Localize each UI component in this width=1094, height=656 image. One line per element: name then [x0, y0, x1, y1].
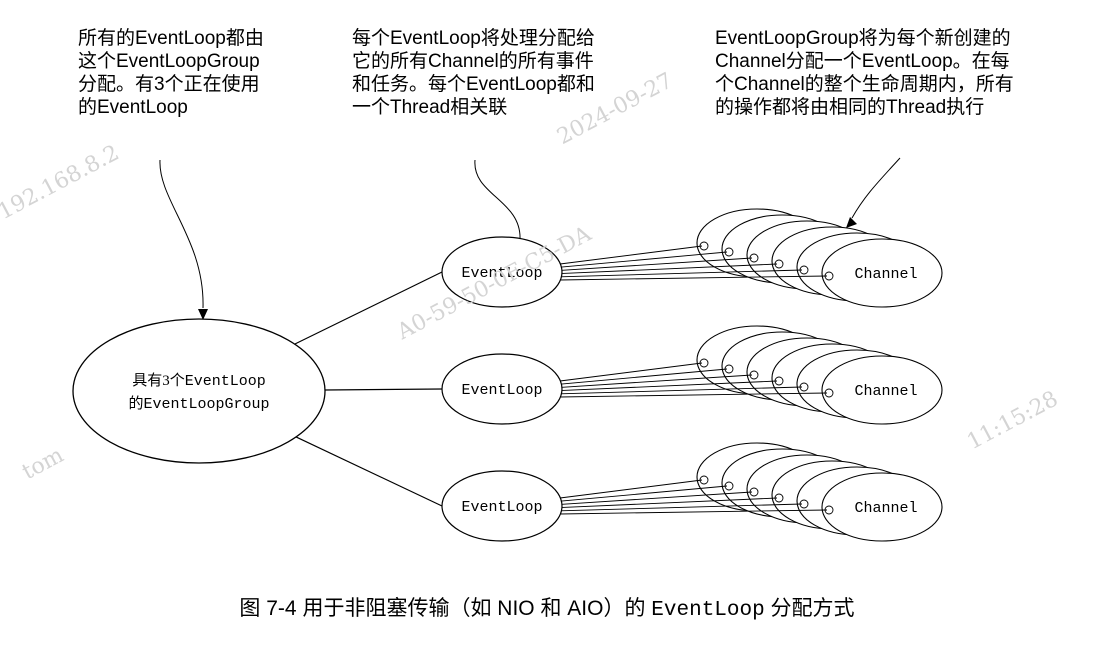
- arrow-right-line: [851, 157, 901, 219]
- arrow-left-line: [159, 159, 204, 309]
- event-loop-group: 具有3个EventLoop 的EventLoopGroup: [72, 318, 326, 464]
- channel-link: [559, 374, 753, 388]
- event-loop-group-label-line2: 的EventLoopGroup: [128, 395, 269, 413]
- callout-right-line: 的操作都将由相同的Thread执行: [715, 97, 985, 118]
- callout-middle-line: 一个Thread相关联: [352, 97, 508, 118]
- channel-link: [559, 362, 703, 382]
- caption-suffix: 分配方式: [764, 597, 855, 620]
- channel-link: [559, 509, 828, 515]
- channel-ellipse: [821, 472, 943, 542]
- channel-link: [559, 269, 803, 278]
- callout-right-line: EventLoopGroup将为每个新创建的: [715, 28, 1011, 49]
- event-loop-group-ellipse: [72, 318, 326, 464]
- channel-link: [559, 497, 778, 509]
- group-link: [295, 436, 443, 507]
- channel-link: [559, 245, 703, 265]
- callout-arrows: [159, 157, 901, 320]
- arrow-right-head: [846, 217, 857, 228]
- event-loops: ChannelEventLoopChannelEventLoopChannelE…: [441, 208, 943, 542]
- channel-link: [559, 275, 828, 281]
- group-prefix-2: 的: [128, 395, 143, 412]
- figure-caption: 图 7-4 用于非阻塞传输（如 NIO 和 AIO）的 EventLoop 分配…: [0, 592, 1094, 622]
- group-code-2: EventLoopGroup: [143, 396, 269, 413]
- event-loop-ellipse: [441, 236, 563, 308]
- event-loop-label: EventLoop: [461, 382, 542, 399]
- callout-middle-line: 和任务。每个EventLoop都和: [352, 74, 595, 95]
- channel-link: [559, 263, 778, 275]
- event-loop-label: EventLoop: [461, 499, 542, 516]
- callout-right: EventLoopGroup将为每个新创建的 Channel分配一个EventL…: [715, 27, 1014, 119]
- arrow-middle-line: [474, 159, 521, 241]
- event-loop-ellipse: [441, 470, 563, 542]
- group-link: [294, 271, 443, 345]
- event-loop-ellipse: [441, 353, 563, 425]
- group-links: [294, 271, 443, 507]
- channel-link: [559, 479, 703, 499]
- channel-link: [559, 386, 803, 395]
- channel-link: [559, 392, 828, 398]
- caption-prefix: 图 7-4 用于非阻塞传输（如 NIO 和 AIO）的: [239, 597, 652, 620]
- callout-right-line: 个Channel的整个生命周期内，所有: [715, 74, 1014, 95]
- callout-middle-line: 它的所有Channel的所有事件: [352, 51, 594, 72]
- callout-left-line: 的EventLoop: [78, 97, 188, 118]
- channel-link: [559, 485, 728, 502]
- callout-middle-line: 每个EventLoop将处理分配给: [352, 28, 595, 49]
- channel-link: [559, 491, 753, 505]
- callout-left-line: 所有的EventLoop都由: [78, 28, 264, 49]
- channel-ellipse: [821, 355, 943, 425]
- channel-label: Channel: [854, 500, 917, 517]
- channel-label: Channel: [854, 383, 917, 400]
- event-loop-2: Channel EventLoop: [441, 325, 943, 425]
- channel-link: [559, 368, 728, 385]
- channel-link: [559, 503, 803, 512]
- callout-left-line: 分配。有3个正在使用: [78, 74, 260, 95]
- callout-left-line: 这个EventLoopGroup: [78, 51, 260, 72]
- group-prefix-1: 具有3个: [132, 372, 185, 389]
- channel-label: Channel: [854, 266, 917, 283]
- callout-middle: 每个EventLoop将处理分配给 它的所有Channel的所有事件 和任务。每…: [352, 27, 595, 119]
- channel-link: [559, 380, 778, 392]
- callout-left: 所有的EventLoop都由 这个EventLoopGroup 分配。有3个正在…: [78, 27, 264, 119]
- caption-code: EventLoop: [651, 599, 765, 622]
- callout-right-line: Channel分配一个EventLoop。在每: [715, 51, 1010, 72]
- channel-link: [559, 257, 753, 271]
- event-loop-label: EventLoop: [461, 265, 542, 282]
- group-code-1: EventLoop: [185, 373, 266, 390]
- arrow-left-head: [198, 309, 208, 320]
- channel-link: [559, 251, 728, 268]
- group-link: [324, 388, 443, 391]
- event-loop-1: Channel EventLoop: [441, 208, 943, 308]
- event-loop-3: Channel EventLoop: [441, 442, 943, 542]
- channel-ellipse: [821, 238, 943, 308]
- event-loop-group-label-line1: 具有3个EventLoop: [132, 372, 266, 390]
